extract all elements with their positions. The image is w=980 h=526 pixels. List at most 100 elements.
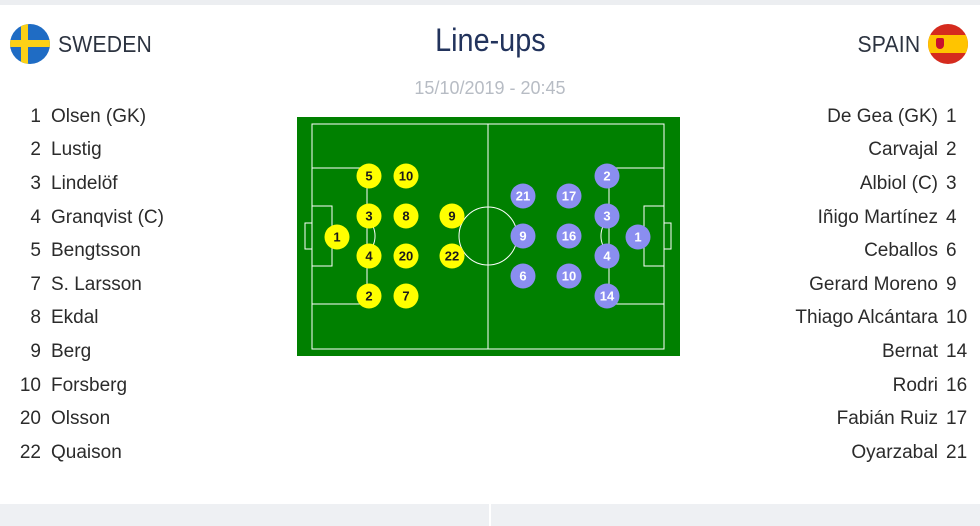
token-circle	[594, 203, 620, 229]
player-name: Carvajal	[868, 139, 938, 161]
player-name: Berg	[51, 340, 92, 362]
token-circle	[439, 243, 465, 269]
token-circle	[439, 203, 465, 229]
bottom-tab-divider	[489, 504, 491, 526]
player-name: Ekdal	[51, 307, 99, 329]
player-name: Forsberg	[51, 374, 128, 396]
player-number: 9	[30, 340, 41, 362]
token-number: 6	[519, 269, 526, 284]
token-circle	[510, 263, 536, 289]
token-circle	[556, 183, 582, 209]
away-player-token-9: 9	[510, 223, 536, 249]
token-circle	[356, 163, 382, 189]
player-number: 1	[946, 105, 957, 127]
page-title: Line-ups	[434, 22, 546, 58]
away-player-token-16: 16	[556, 223, 582, 249]
home-player-token-3: 3	[356, 203, 382, 229]
token-circle	[594, 163, 620, 189]
home-player-token-1: 1	[324, 224, 350, 250]
home-player-row: 10 Forsberg	[0, 369, 260, 403]
token-number: 17	[562, 189, 576, 204]
home-player-token-9: 9	[439, 203, 465, 229]
player-name: Olsen (GK)	[51, 105, 147, 127]
token-circle	[356, 283, 382, 309]
player-name: Iñigo Martínez	[817, 206, 938, 228]
away-player-token-3: 3	[594, 203, 620, 229]
spain-flag-icon	[928, 24, 968, 64]
token-number: 10	[399, 169, 413, 184]
player-name: Olsson	[51, 408, 111, 430]
top-border	[0, 0, 980, 5]
home-player-token-8: 8	[393, 203, 419, 229]
home-player-row: 7 S. Larsson	[0, 268, 260, 302]
player-number: 20	[19, 408, 41, 430]
player-name: Bernat	[882, 340, 938, 362]
token-circle	[594, 283, 620, 309]
player-number: 2	[946, 139, 957, 161]
away-player-token-21: 21	[510, 183, 536, 209]
token-circle	[393, 163, 419, 189]
token-circle	[393, 283, 419, 309]
home-player-row: 4 Granqvist (C)	[0, 201, 260, 235]
player-number: 4	[30, 206, 41, 228]
token-number: 20	[399, 249, 413, 264]
player-name: Lustig	[51, 139, 102, 161]
right-goal	[663, 222, 672, 250]
away-lineup-list: De Gea (GK) 1 Carvajal 2 Albiol (C) 3 Iñigo…	[690, 100, 980, 470]
player-name: De Gea (GK)	[827, 105, 938, 127]
token-number: 5	[365, 169, 372, 184]
token-circle	[356, 243, 382, 269]
token-number: 9	[448, 209, 455, 224]
player-name: Oyarzabal	[851, 441, 938, 463]
player-name: Ceballos	[864, 240, 938, 262]
player-number: 3	[946, 172, 957, 194]
player-number: 1	[30, 105, 41, 127]
player-name: Rodri	[892, 374, 938, 396]
away-player-token-6: 6	[510, 263, 536, 289]
player-number: 16	[946, 374, 968, 396]
player-name: S. Larsson	[51, 273, 142, 295]
token-circle	[556, 223, 582, 249]
player-number: 5	[30, 240, 41, 262]
away-player-token-2: 2	[594, 163, 620, 189]
token-number: 3	[365, 209, 372, 224]
token-number: 1	[634, 230, 641, 245]
home-player-row: 8 Ekdal	[0, 302, 260, 336]
token-number: 22	[445, 249, 459, 264]
away-player-token-4: 4	[594, 243, 620, 269]
token-circle	[625, 224, 651, 250]
token-number: 21	[516, 189, 530, 204]
player-number: 9	[946, 273, 957, 295]
home-player-token-5: 5	[356, 163, 382, 189]
left-goal	[304, 222, 313, 250]
player-number: 4	[946, 206, 957, 228]
home-player-token-2: 2	[356, 283, 382, 309]
token-number: 1	[333, 230, 340, 245]
token-number: 4	[365, 249, 373, 264]
player-name: Albiol (C)	[859, 172, 938, 194]
token-number: 14	[600, 289, 615, 304]
away-player-row: Albiol (C) 3	[690, 167, 980, 201]
player-number: 17	[946, 408, 968, 430]
player-number: 10	[19, 374, 41, 396]
token-number: 3	[603, 209, 610, 224]
home-team-header: SWEDEN	[10, 24, 160, 64]
away-player-token-1: 1	[625, 224, 651, 250]
player-number: 7	[30, 273, 41, 295]
player-name: Quaison	[51, 441, 122, 463]
away-team-header: SPAIN	[852, 24, 968, 64]
token-number: 4	[603, 249, 611, 264]
player-name: Granqvist (C)	[51, 206, 164, 228]
player-number: 2	[30, 139, 41, 161]
token-circle	[393, 243, 419, 269]
player-name: Lindelöf	[51, 172, 118, 194]
player-number: 8	[30, 307, 41, 329]
